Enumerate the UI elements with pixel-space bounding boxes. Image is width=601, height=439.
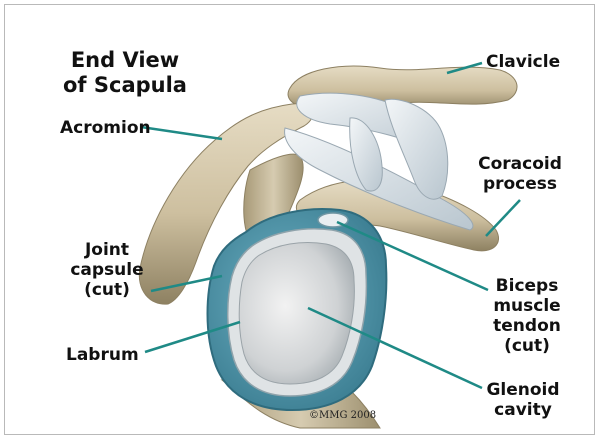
coracoid-label-line1: Coracoid <box>470 154 570 174</box>
biceps-label: Biceps muscle tendon (cut) <box>482 276 572 356</box>
heading: End View of Scapula <box>50 48 200 98</box>
joint-capsule-label-line2: capsule <box>62 260 152 280</box>
coracoid-label: Coracoid process <box>470 154 570 194</box>
glenoid-label-line1: Glenoid <box>478 380 568 400</box>
copyright-text: ©MMG 2008 <box>309 410 376 421</box>
coracoid-leader <box>486 200 520 236</box>
biceps-label-line1: Biceps <box>482 276 572 296</box>
glenoid-label-line2: cavity <box>478 400 568 420</box>
glenoid-cavity <box>239 243 354 385</box>
biceps-label-line4: (cut) <box>482 336 572 356</box>
joint-capsule-label-line1: Joint <box>62 240 152 260</box>
acromion-label: Acromion <box>60 118 151 138</box>
biceps-label-line3: tendon <box>482 316 572 336</box>
coracoid-label-line2: process <box>470 174 570 194</box>
joint-capsule-label: Joint capsule (cut) <box>62 240 152 300</box>
labrum-label: Labrum <box>66 345 139 365</box>
heading-line2: of Scapula <box>50 73 200 98</box>
glenoid-label: Glenoid cavity <box>478 380 568 420</box>
joint-capsule-label-line3: (cut) <box>62 280 152 300</box>
heading-line1: End View <box>50 48 200 73</box>
clavicle-label: Clavicle <box>486 52 560 72</box>
acromion-leader <box>141 127 222 139</box>
biceps-label-line2: muscle <box>482 296 572 316</box>
